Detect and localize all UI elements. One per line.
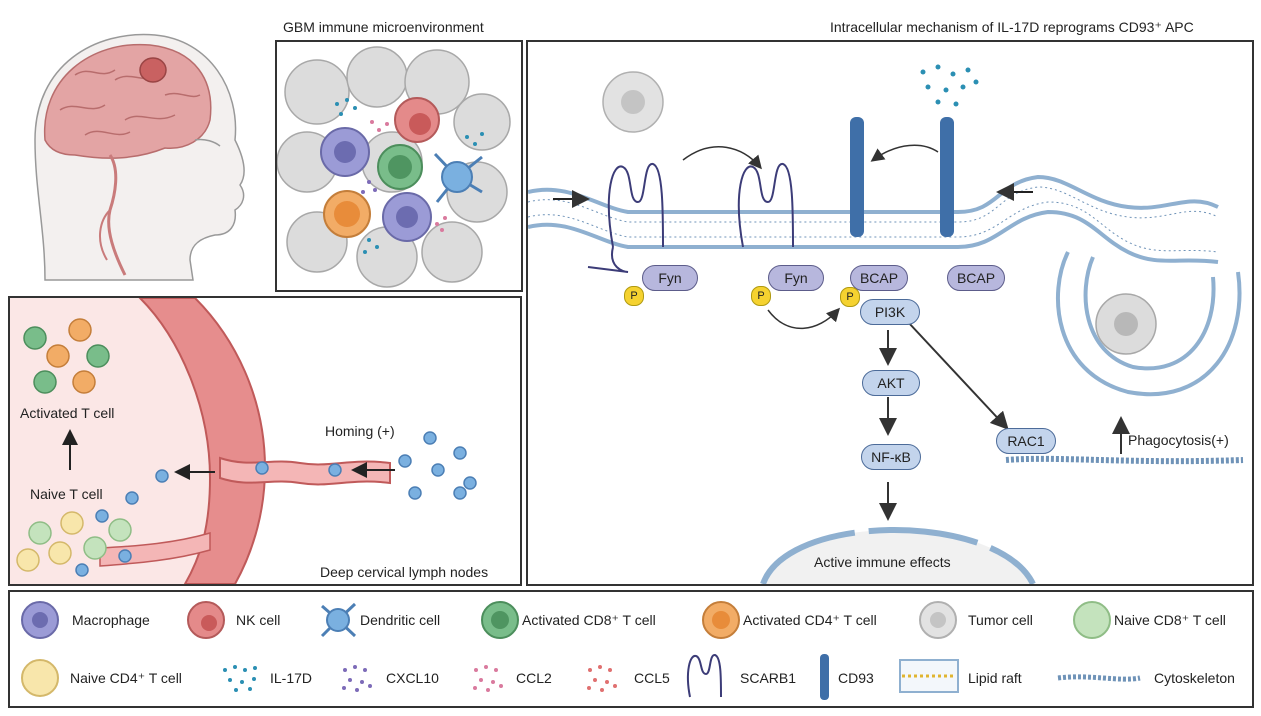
legend-il17d: IL-17D	[270, 670, 313, 686]
phosphate-3: P	[840, 287, 860, 307]
legend-cd8-act: Activated CD8⁺ T cell	[522, 612, 656, 628]
legend-cxcl10-icon	[342, 665, 372, 692]
fyn-node-1: Fyn	[642, 265, 698, 291]
legend-lipid-raft-icon	[899, 659, 959, 693]
activated-t-label: Activated T cell	[20, 405, 115, 421]
legend-il17d-icon	[223, 665, 257, 692]
legend-cd8-naive: Naive CD8⁺ T cell	[1114, 612, 1226, 628]
legend-ccl2-icon	[473, 665, 503, 692]
legend-cd4-naive: Naive CD4⁺ T cell	[70, 670, 182, 686]
bcap-node-1: BCAP	[850, 265, 908, 291]
bcap-node-2: BCAP	[947, 265, 1005, 291]
legend-lipid-raft: Lipid raft	[968, 670, 1022, 686]
rac1-node: RAC1	[996, 428, 1056, 454]
legend-cxcl10: CXCL10	[386, 670, 439, 686]
lymph-panel: Activated T cell Naive T cell Homing (+)…	[8, 296, 522, 586]
phosphate-2: P	[751, 286, 771, 306]
legend-cd93-icon	[820, 654, 829, 700]
legend-cytoskeleton: Cytoskeleton	[1154, 670, 1235, 686]
fyn-node-2: Fyn	[768, 265, 824, 291]
migrating-dcs	[75, 431, 477, 577]
phosphate-1: P	[624, 286, 644, 306]
legend-tumor: Tumor cell	[968, 612, 1033, 628]
gbm-panel	[275, 40, 523, 292]
naive-t-cells	[16, 511, 132, 572]
legend-cytoskeleton-icon	[1057, 674, 1141, 682]
intracellular-title: Intracellular mechanism of IL-17D reprog…	[830, 19, 1194, 35]
legend-cd4-naive-icon	[21, 659, 59, 697]
effects-label: Active immune effects	[814, 554, 951, 570]
intracellular-panel: Fyn Fyn BCAP BCAP PI3K AKT NF-κB RAC1 P …	[526, 40, 1254, 586]
legend-nk: NK cell	[236, 612, 281, 628]
legend-panel: Macrophage NK cell Dendritic cell Activa…	[8, 590, 1254, 708]
lymph-nodes-label: Deep cervical lymph nodes	[320, 564, 489, 580]
homing-label: Homing (+)	[325, 423, 395, 439]
head-illustration	[15, 10, 265, 290]
activated-t-cells	[23, 318, 110, 394]
legend-cd93: CD93	[838, 670, 874, 686]
gbm-title: GBM immune microenvironment	[283, 19, 484, 35]
nfkb-node: NF-κB	[861, 444, 921, 470]
legend-ccl2: CCL2	[516, 670, 552, 686]
akt-node: AKT	[862, 370, 920, 396]
legend-scarb1-icon	[686, 654, 722, 698]
legend-ccl5: CCL5	[634, 670, 670, 686]
pi3k-node: PI3K	[860, 299, 920, 325]
legend-cd8-naive-icon	[1073, 601, 1111, 639]
legend-macrophage: Macrophage	[72, 612, 150, 628]
legend-dendritic: Dendritic cell	[360, 612, 441, 628]
legend-cd4-act: Activated CD4⁺ T cell	[743, 612, 877, 628]
phagocytosis-label: Phagocytosis(+)	[1128, 432, 1229, 448]
naive-t-label: Naive T cell	[30, 486, 103, 502]
legend-ccl5-icon	[587, 665, 617, 692]
legend-scarb1: SCARB1	[740, 670, 797, 686]
